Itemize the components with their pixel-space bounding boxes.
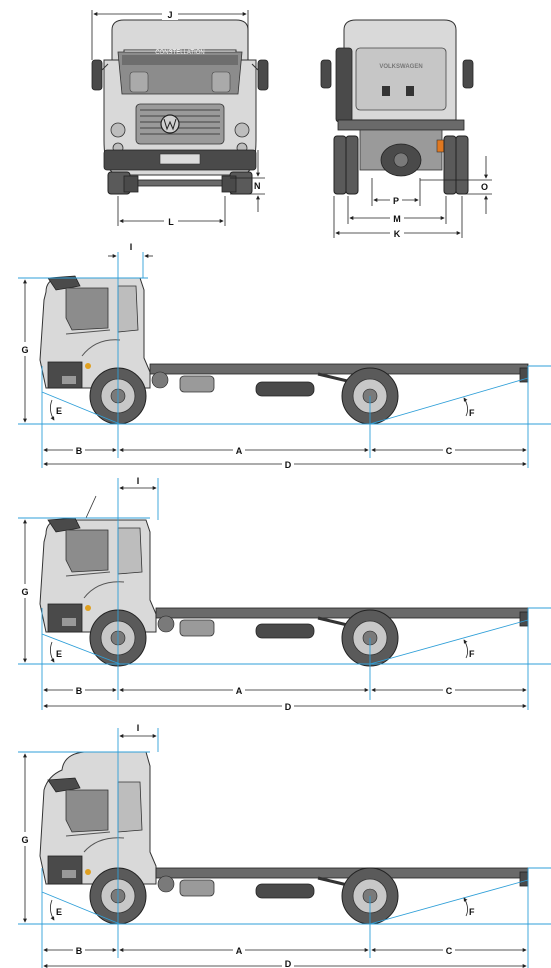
vw-logo-icon	[160, 114, 180, 134]
exhaust-stack	[335, 47, 353, 123]
dim-label-b-2: B	[76, 686, 83, 696]
dim-label-p: P	[393, 196, 399, 206]
dim-label-i-3: I	[137, 723, 140, 733]
dim-label-g-3: G	[21, 835, 28, 845]
side-view-1-guides	[18, 252, 551, 468]
rear-dimensions: K M P O	[333, 156, 492, 239]
right-mirror	[257, 59, 269, 91]
dim-label-f-1: F	[469, 408, 475, 418]
front-view: CONSTELLATION	[91, 19, 269, 195]
dim-label-c-1: C	[446, 446, 453, 456]
dim-label-l: L	[168, 217, 174, 227]
dim-label-c-2: C	[446, 686, 453, 696]
dim-label-n: N	[254, 181, 261, 191]
dim-label-e-3: E	[56, 907, 62, 917]
dim-label-g-2: G	[21, 587, 28, 597]
side-view-3-dimensions: G I E F B A C D	[19, 723, 527, 968]
rear-brand-text: VOLKSWAGEN	[379, 64, 422, 70]
dim-label-c-3: C	[446, 946, 453, 956]
side-view-2	[39, 495, 529, 667]
dim-label-e-1: E	[56, 406, 62, 416]
front-brand-text: CONSTELLATION	[155, 50, 205, 56]
dim-label-a-3: A	[236, 946, 243, 956]
dim-label-k: K	[394, 229, 401, 239]
dim-label-o: O	[481, 182, 488, 192]
left-mirror	[91, 59, 103, 91]
dim-label-g-1: G	[21, 345, 28, 355]
side-view-1	[39, 275, 529, 425]
side-view-1-dimensions: G I E F B A C D	[19, 242, 527, 470]
dim-label-i-2: I	[137, 476, 140, 486]
dim-label-i-1: I	[130, 242, 133, 252]
front-dimensions: J L N	[91, 8, 265, 227]
dim-label-m: M	[393, 214, 401, 224]
side-view-3-guides	[18, 728, 551, 968]
dim-label-f-3: F	[469, 907, 475, 917]
dim-label-d-1: D	[285, 460, 292, 470]
side-view-3	[39, 751, 529, 925]
dim-label-a-2: A	[236, 686, 243, 696]
side-view-2-dimensions: G I E F B A C D	[19, 476, 527, 712]
dim-label-a-1: A	[236, 446, 243, 456]
dim-label-j: J	[167, 10, 172, 20]
dim-label-d-2: D	[285, 702, 292, 712]
dim-label-b-1: B	[76, 446, 83, 456]
dim-label-b-3: B	[76, 946, 83, 956]
dim-label-f-2: F	[469, 649, 475, 659]
side-view-2-guides	[18, 478, 551, 710]
dim-label-e-2: E	[56, 649, 62, 659]
dim-label-d-3: D	[285, 959, 292, 968]
rear-view: VOLKSWAGEN	[320, 19, 474, 195]
